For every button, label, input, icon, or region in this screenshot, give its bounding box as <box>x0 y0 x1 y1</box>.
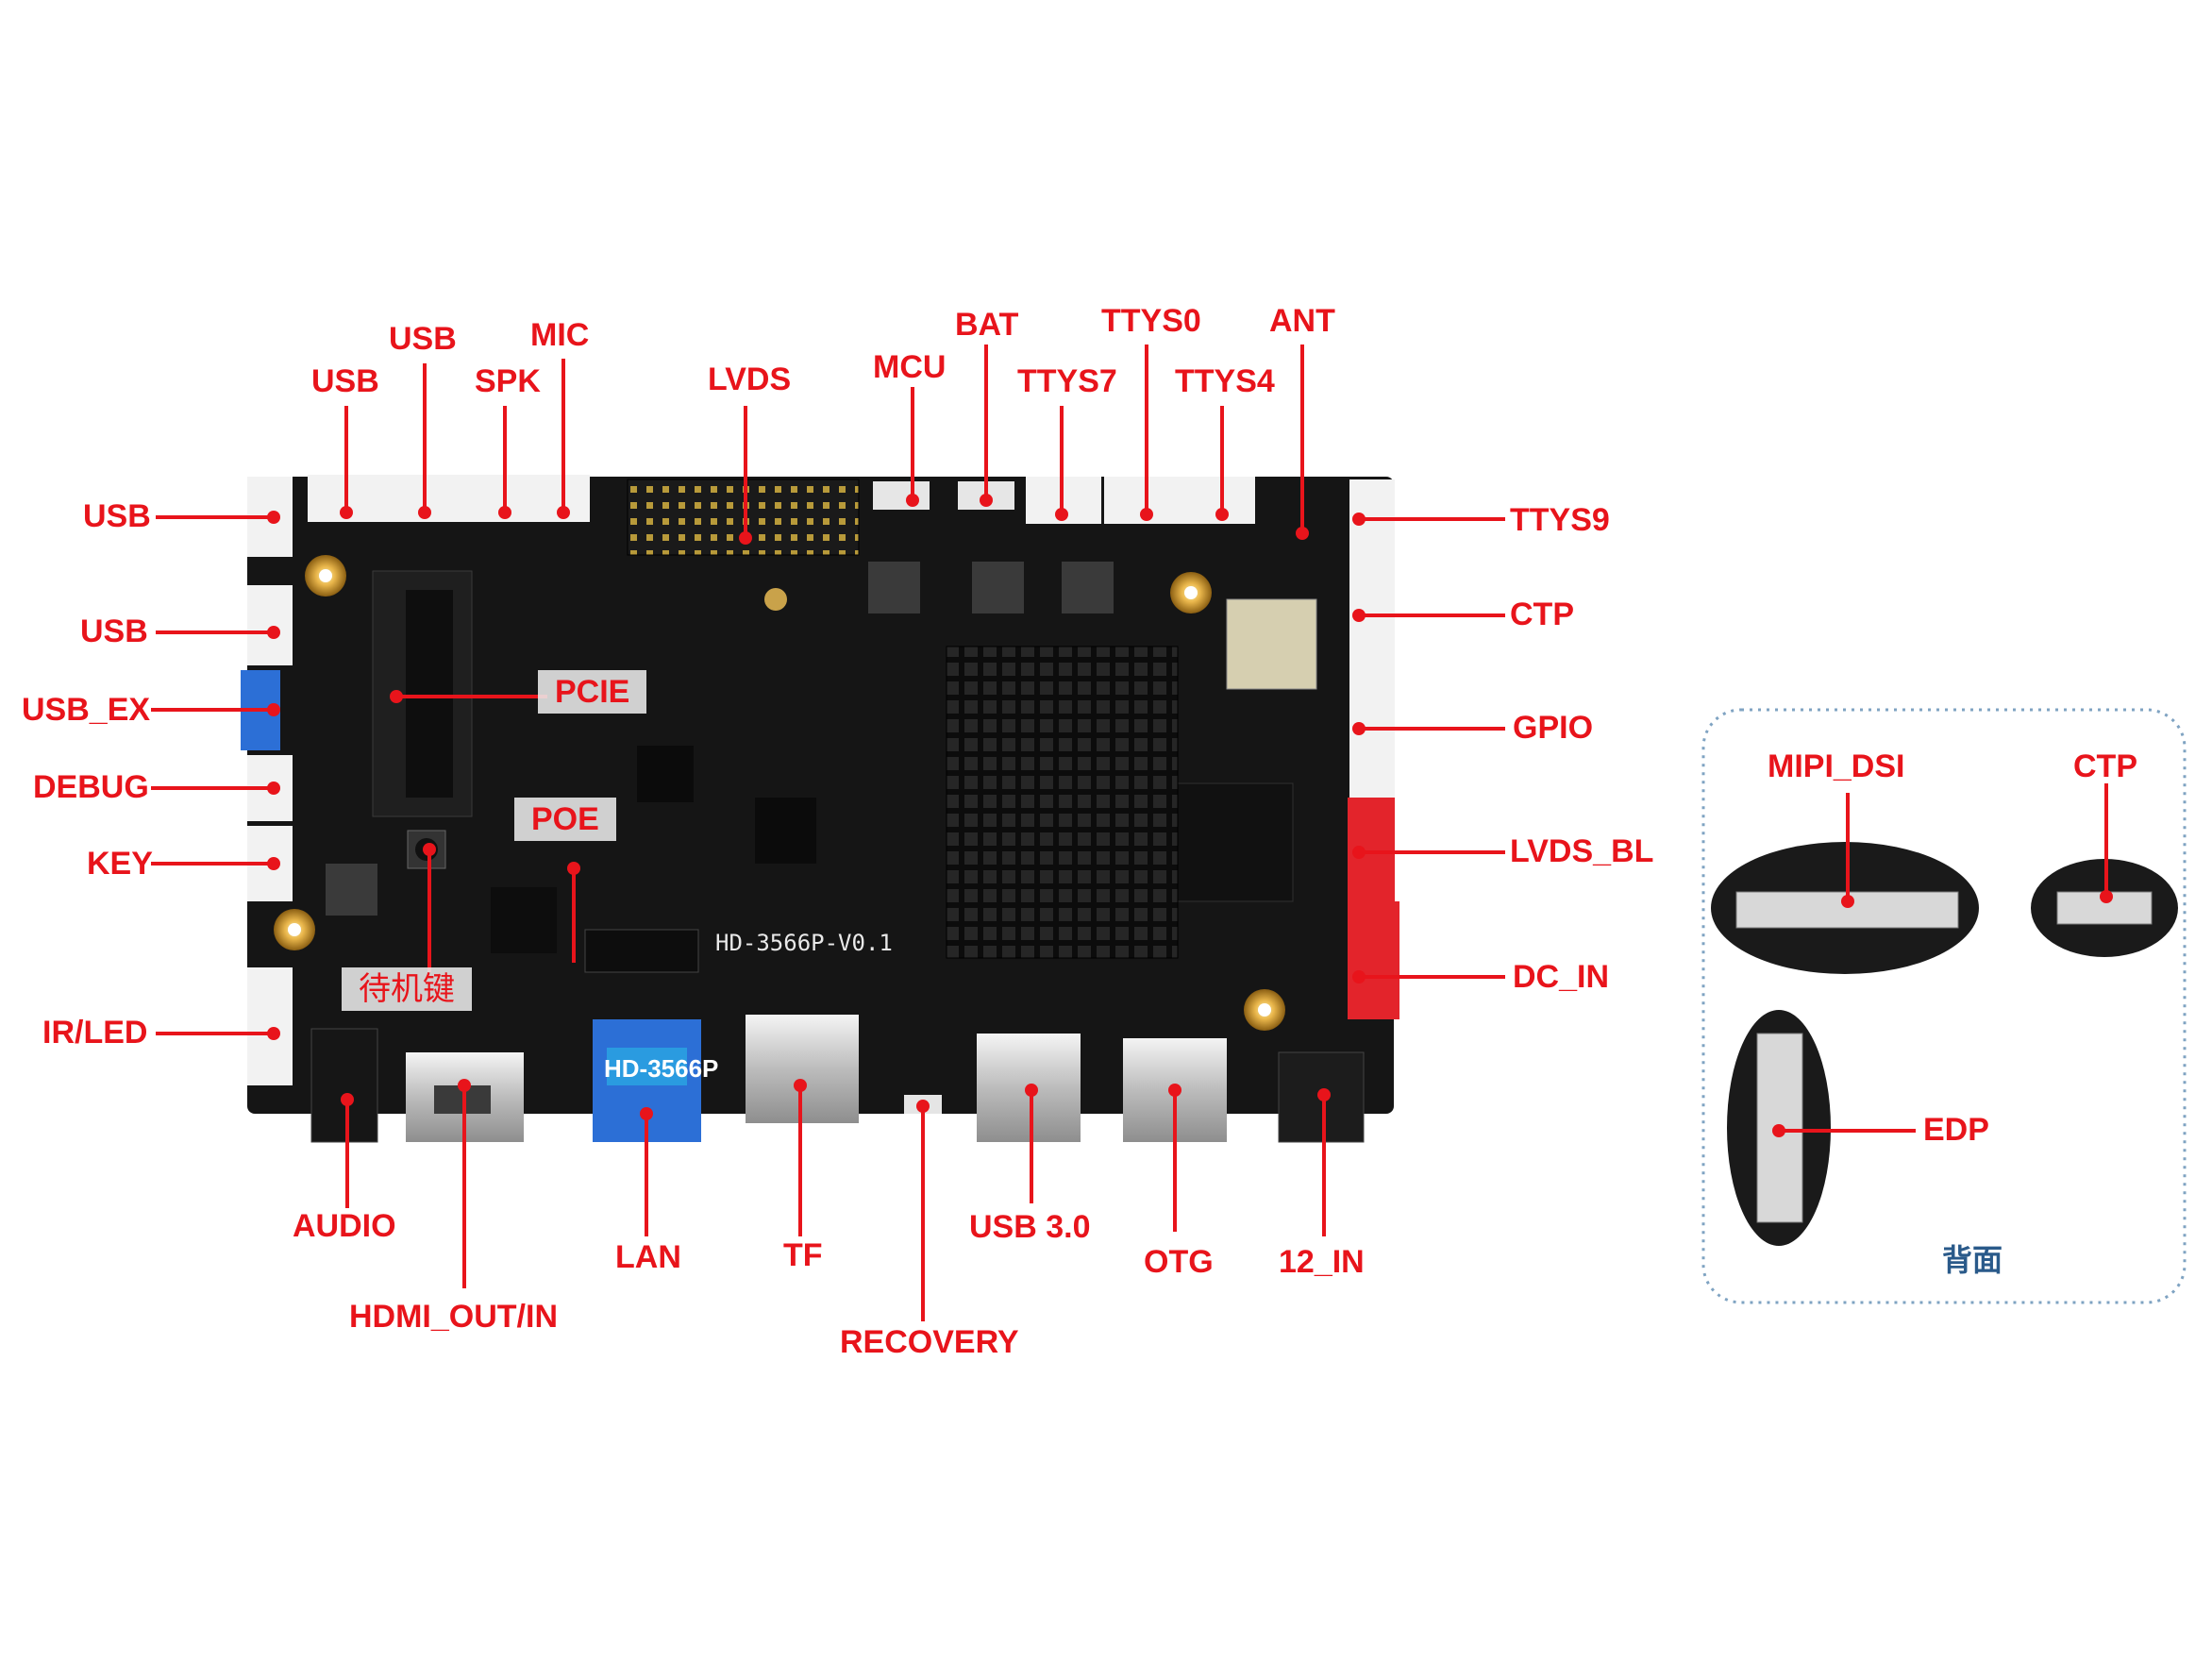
label-mipi-dsi: MIPI_DSI <box>1768 748 1905 784</box>
label-ttys0: TTYS0 <box>1101 303 1201 339</box>
mount-hole-center <box>1184 586 1198 599</box>
label-pcie: PCIE <box>538 670 647 714</box>
mount-hole-center <box>319 569 332 582</box>
label-usb-ex: USB_EX <box>22 692 151 728</box>
soc-chip <box>1174 782 1294 902</box>
label-lan: LAN <box>615 1239 681 1275</box>
back-panel-caption: 背面 <box>1942 1242 2003 1278</box>
label-ant: ANT <box>1269 303 1335 339</box>
label-lvds-bl: LVDS_BL <box>1510 833 1654 869</box>
label-dc-in: DC_IN <box>1513 959 1610 995</box>
conn-ir-led <box>247 967 293 1085</box>
label-poe: POE <box>514 798 616 841</box>
standby-key-switch <box>407 830 446 869</box>
back-panel <box>1701 708 2187 1304</box>
label-standby-key: 待机键 <box>342 967 472 1011</box>
chip-small <box>755 798 816 864</box>
label-key: KEY <box>87 846 153 882</box>
back-leader-lines <box>1779 783 2108 1133</box>
inductor <box>326 864 377 916</box>
label-ttys4: TTYS4 <box>1175 363 1275 399</box>
label-ttys7: TTYS7 <box>1017 363 1117 399</box>
label-ir-led: IR/LED <box>42 1015 148 1051</box>
label-usb-left1: USB <box>83 498 151 534</box>
conn-usb-left2 <box>247 585 293 665</box>
mount-hole-center <box>1258 1003 1271 1017</box>
board-model-silk: HD-3566P-V0.1 <box>715 930 893 956</box>
label-audio: AUDIO <box>293 1208 396 1244</box>
label-spk: SPK <box>475 363 541 399</box>
chip-audio <box>491 887 557 953</box>
label-usb-top2: USB <box>389 321 457 357</box>
label-mcu: MCU <box>873 349 947 385</box>
screw <box>764 588 787 611</box>
mount-hole-center <box>288 923 301 936</box>
pcb-board <box>241 475 1399 1143</box>
lan-badge: HD-3566P <box>604 1054 719 1083</box>
label-ctp: CTP <box>1510 597 1574 632</box>
conn-audio-jack <box>310 1028 378 1143</box>
label-12in: 12_IN <box>1279 1244 1365 1280</box>
label-recovery: RECOVERY <box>840 1324 1019 1360</box>
conn-dc-in <box>1348 901 1399 1019</box>
label-lvds: LVDS <box>708 361 792 397</box>
label-bat: BAT <box>955 307 1019 343</box>
leader-lines <box>151 345 1505 1321</box>
pcie-slot-inner <box>406 590 453 798</box>
label-tf: TF <box>783 1237 823 1273</box>
label-otg: OTG <box>1144 1244 1214 1280</box>
label-usb-top1: USB <box>311 363 379 399</box>
label-edp: EDP <box>1923 1112 1989 1148</box>
label-gpio: GPIO <box>1513 710 1594 746</box>
inductor <box>972 562 1024 613</box>
label-usb-left2: USB <box>80 613 148 649</box>
wifi-module <box>1226 598 1317 690</box>
back-leader-dots <box>1772 890 2113 1137</box>
conn-usb-top2 <box>389 475 474 522</box>
transformer <box>584 929 699 973</box>
label-mic: MIC <box>530 317 590 353</box>
label-ctp-back: CTP <box>2073 748 2137 784</box>
label-debug: DEBUG <box>33 769 149 805</box>
inductor <box>1062 562 1114 613</box>
label-hdmi: HDMI_OUT/IN <box>349 1299 558 1335</box>
heatsink <box>946 646 1179 959</box>
label-usb3: USB 3.0 <box>969 1209 1091 1245</box>
chip-eth <box>637 746 694 802</box>
back-panel-border <box>1701 708 2187 1304</box>
inductor <box>868 562 920 613</box>
conn-lan-label-plate <box>607 1048 687 1085</box>
label-ttys9: TTYS9 <box>1510 502 1610 538</box>
conn-mcu <box>873 481 930 510</box>
leader-dots <box>267 494 1366 1120</box>
